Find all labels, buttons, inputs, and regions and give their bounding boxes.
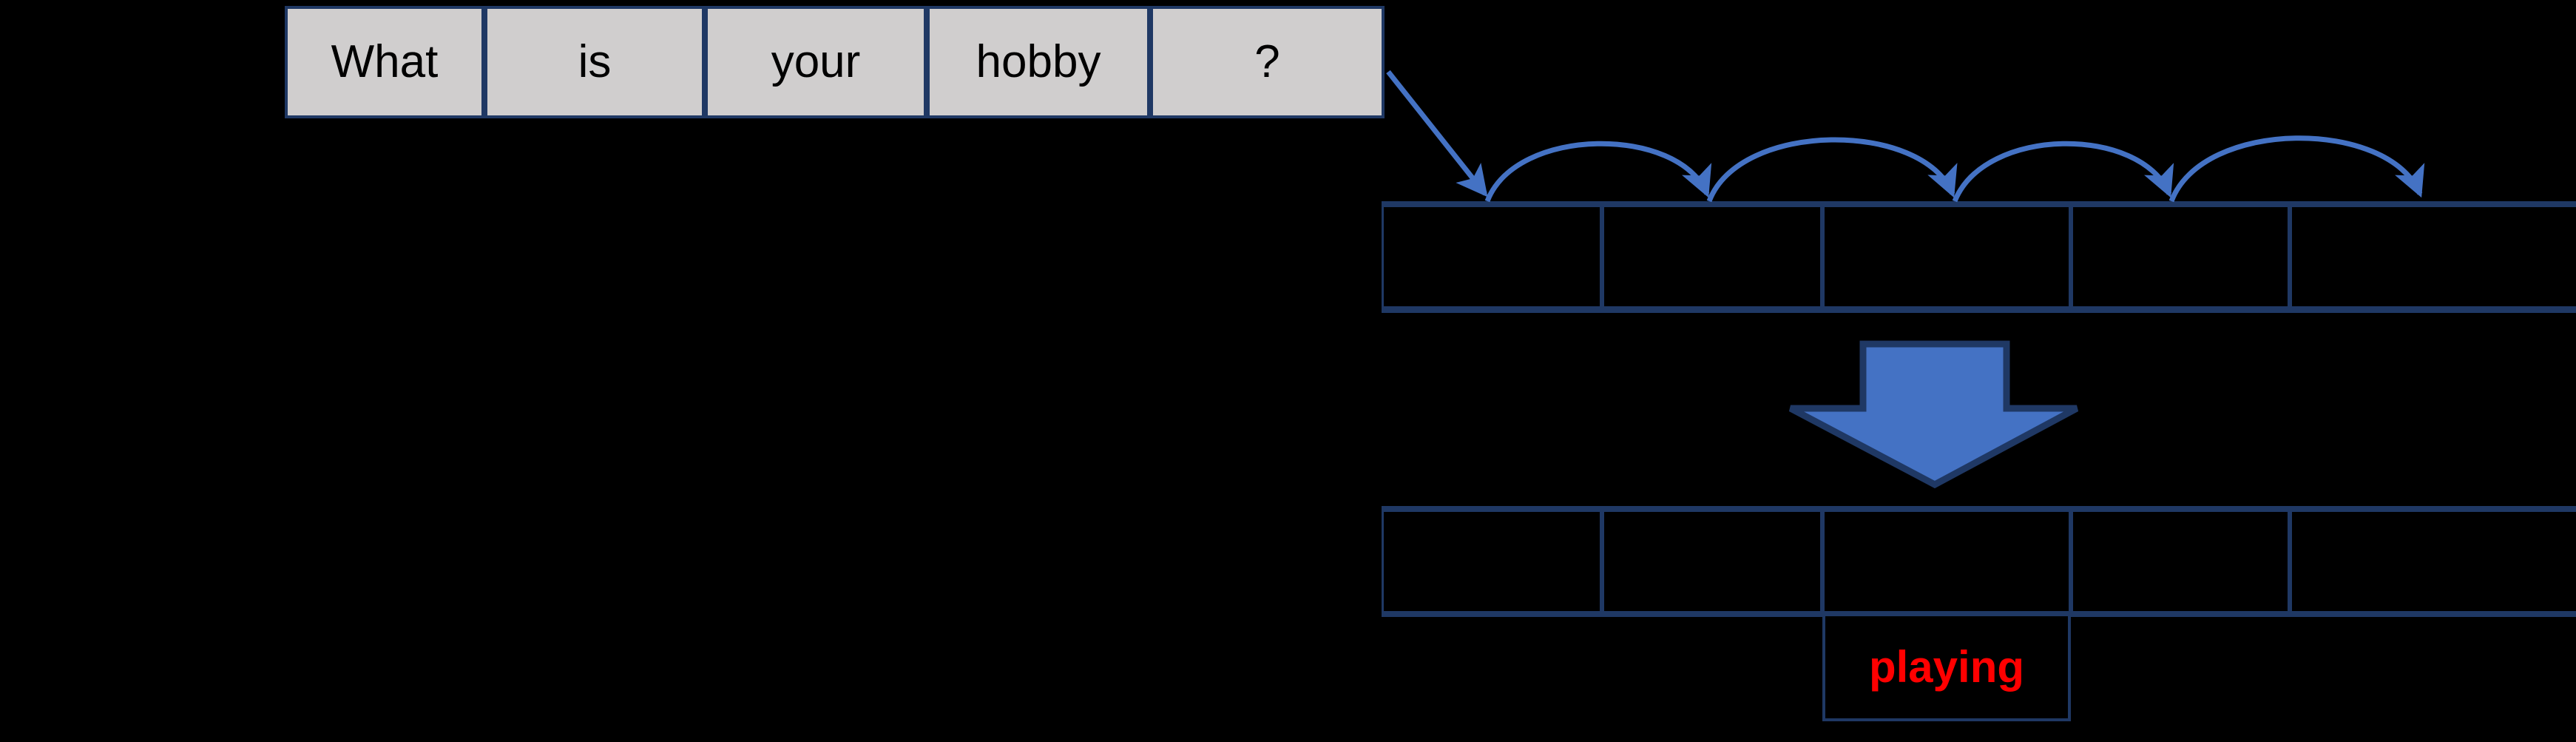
decoder-state-cell-3[interactable] <box>1822 510 2071 613</box>
recurrent-arrow-3 <box>1952 141 2174 203</box>
encoder-state-cell-3[interactable] <box>1822 205 2071 308</box>
input-token-cell-4[interactable]: hobby <box>927 6 1150 118</box>
recurrent-arrow-1 <box>1484 141 1712 203</box>
decoder-state-cell-1[interactable] <box>1382 510 1602 613</box>
feed-forward-arrow <box>1386 70 1488 198</box>
input-token-cell-3[interactable]: your <box>705 6 927 118</box>
decoder-state-cell-5[interactable] <box>2290 510 2576 613</box>
input-token-label-5: ? <box>1254 36 1280 87</box>
encoder-row-bottom-rail <box>1382 306 2576 313</box>
input-token-cell-5[interactable]: ? <box>1150 6 1385 118</box>
block-down-arrow <box>1788 340 2079 489</box>
recurrent-arrow-4 <box>2168 135 2425 203</box>
decoder-state-cell-4[interactable] <box>2071 510 2290 613</box>
recurrent-arrow-2 <box>1706 137 1958 203</box>
input-token-label-3: your <box>771 36 861 87</box>
answer-output-cell[interactable]: playing <box>1822 613 2071 721</box>
encoder-state-cell-2[interactable] <box>1602 205 1822 308</box>
answer-output-label: playing <box>1868 642 2025 692</box>
decoder-row-top-rail <box>1382 506 2576 513</box>
encoder-row-top-rail <box>1382 201 2576 208</box>
input-token-label-1: What <box>331 36 439 87</box>
input-token-label-4: hobby <box>976 36 1101 87</box>
encoder-state-cell-5[interactable] <box>2290 205 2576 308</box>
input-token-cell-1[interactable]: What <box>285 6 484 118</box>
decoder-state-cell-2[interactable] <box>1602 510 1822 613</box>
input-token-label-2: is <box>578 36 612 87</box>
encoder-state-cell-1[interactable] <box>1382 205 1602 308</box>
input-token-cell-2[interactable]: is <box>484 6 705 118</box>
encoder-state-cell-4[interactable] <box>2071 205 2290 308</box>
